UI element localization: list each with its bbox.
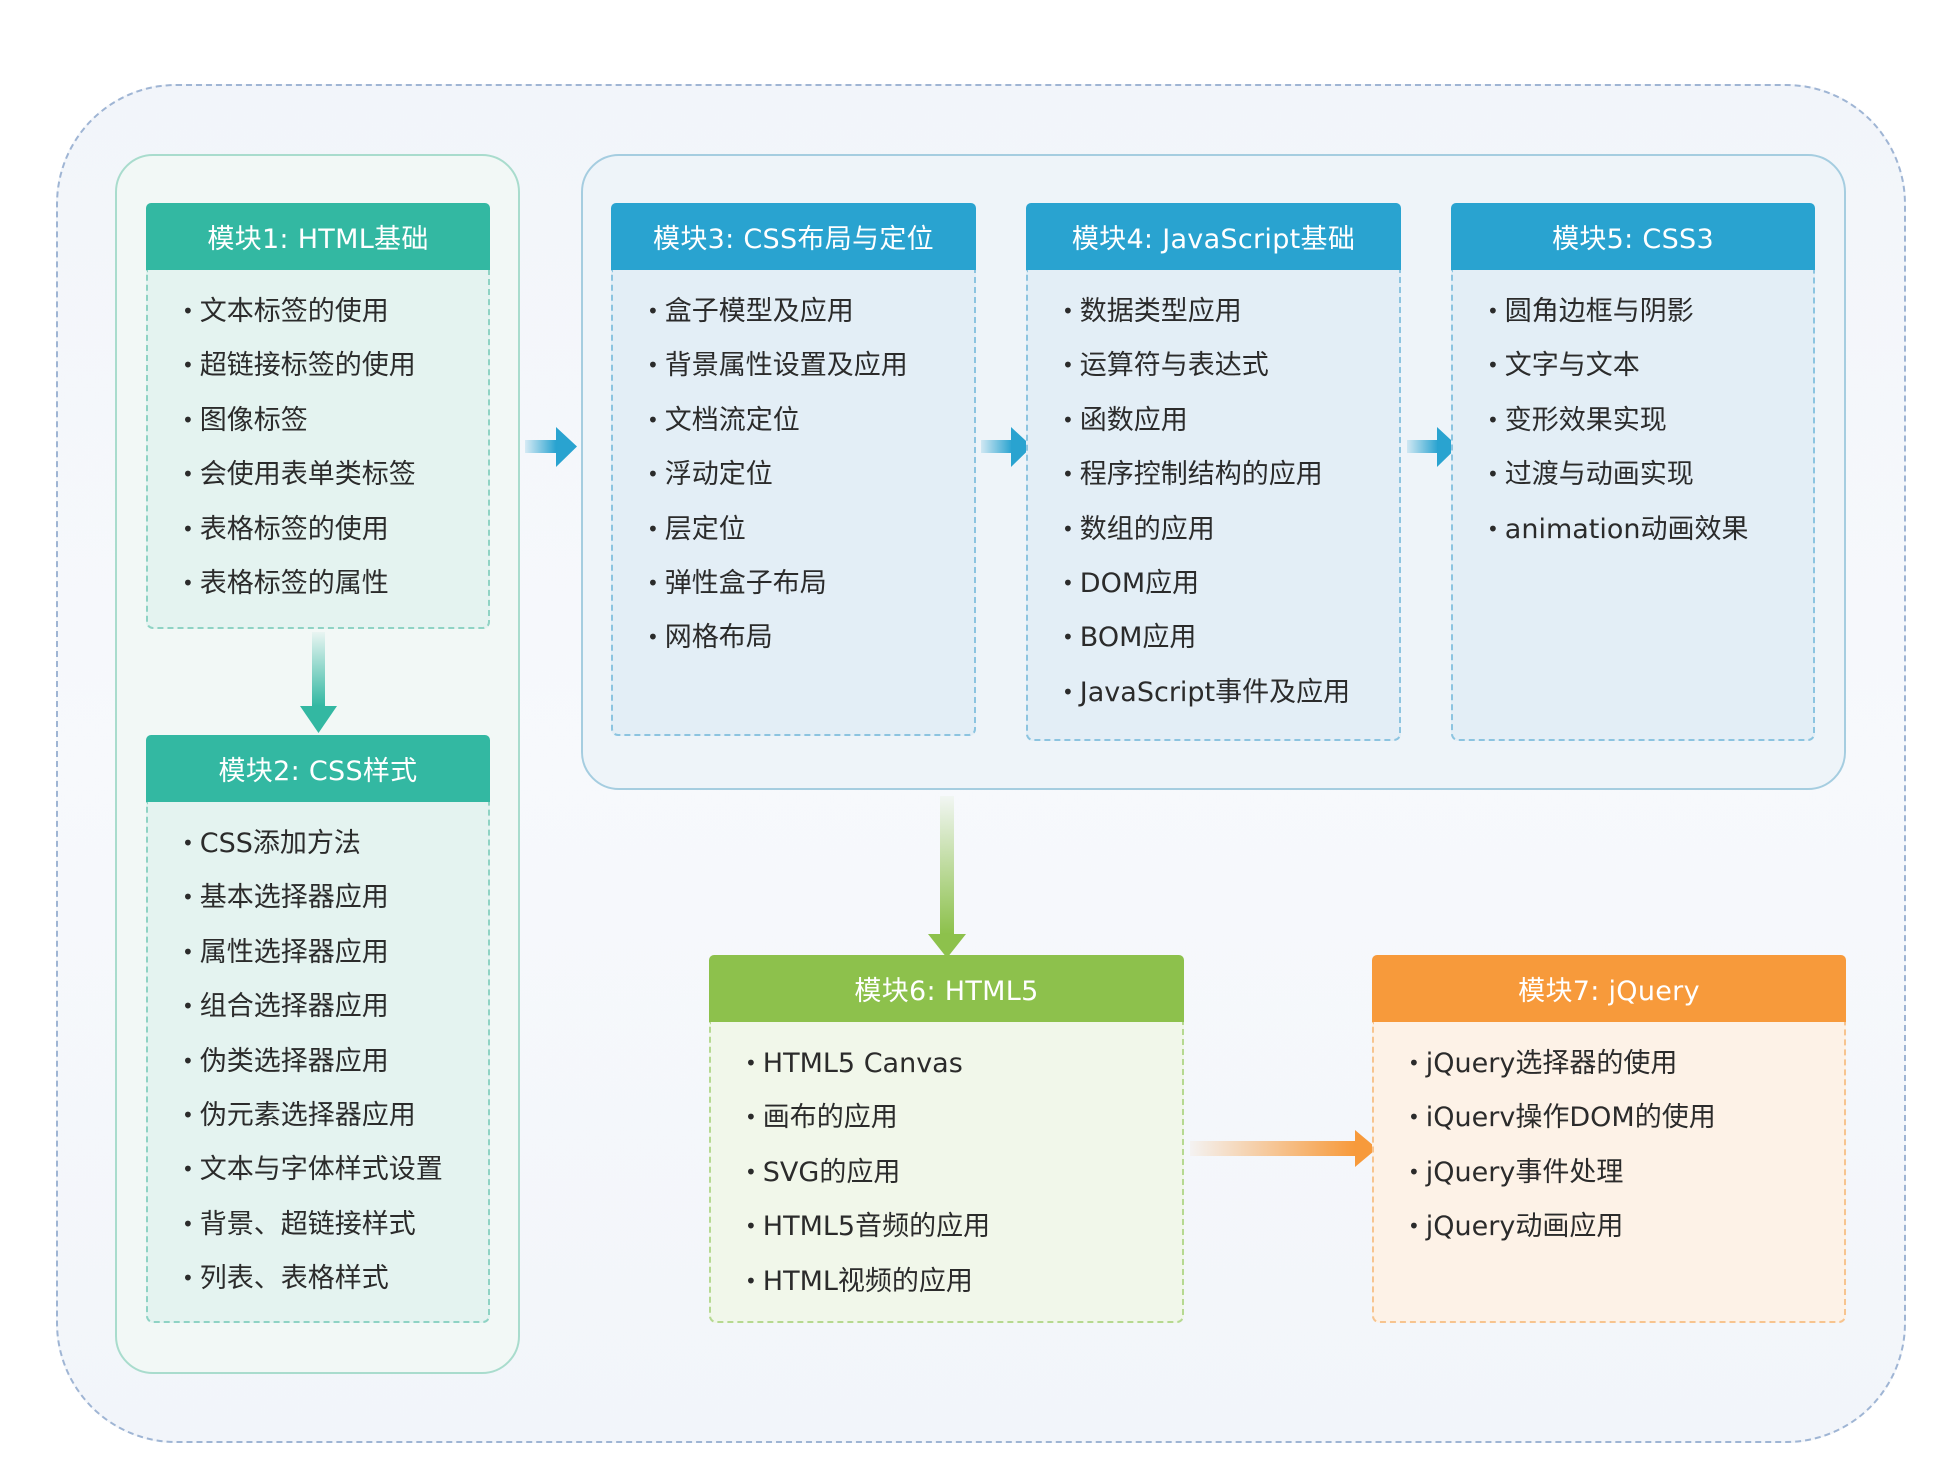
list-item: BOM应用 xyxy=(1062,610,1399,664)
list-item: HTML5 Canvas xyxy=(745,1036,1182,1090)
module-2-card: 模块2: CSS样式 CSS添加方法 基本选择器应用 属性选择器应用 组合选择器… xyxy=(146,735,490,1323)
module-4-title: 模块4: JavaScript基础 xyxy=(1026,203,1401,270)
module-2-title: 模块2: CSS样式 xyxy=(146,735,490,802)
module-5-list: 圆角边框与阴影 文字与文本 变形效果实现 过渡与动画实现 animation动画… xyxy=(1451,270,1815,741)
list-item: 列表、表格样式 xyxy=(182,1251,488,1305)
list-item: 伪元素选择器应用 xyxy=(182,1088,488,1142)
module-1-title: 模块1: HTML基础 xyxy=(146,203,490,270)
arrow-m6-to-m7 xyxy=(1190,1130,1377,1167)
module-7-list: jQuery选择器的使用 iQuerv操作DOM的使用 jQuery事件处理 j… xyxy=(1372,1022,1846,1323)
list-item: 文字与文本 xyxy=(1487,338,1813,392)
list-item: 程序控制结构的应用 xyxy=(1062,447,1399,501)
list-item: 数据类型应用 xyxy=(1062,284,1399,338)
list-item: 弹性盒子布局 xyxy=(647,556,974,610)
module-6-card: 模块6: HTML5 HTML5 Canvas 画布的应用 SVG的应用 HTM… xyxy=(709,955,1184,1323)
list-item: 函数应用 xyxy=(1062,393,1399,447)
list-item: 伪类选择器应用 xyxy=(182,1034,488,1088)
arrow-m3-to-m4 xyxy=(981,427,1032,467)
list-item: HTML视频的应用 xyxy=(745,1254,1182,1308)
list-item: HTML5音频的应用 xyxy=(745,1199,1182,1253)
list-item: 数组的应用 xyxy=(1062,502,1399,556)
list-item: JavaScript事件及应用 xyxy=(1062,665,1399,719)
arrow-group-to-m6 xyxy=(928,796,966,958)
module-5-title: 模块5: CSS3 xyxy=(1451,203,1815,270)
list-item: 文本与字体样式设置 xyxy=(182,1142,488,1196)
module-7-title: 模块7: jQuery xyxy=(1372,955,1846,1022)
list-item: 层定位 xyxy=(647,502,974,556)
list-item: 文档流定位 xyxy=(647,393,974,447)
list-item: 表格标签的属性 xyxy=(182,556,488,610)
module-6-title: 模块6: HTML5 xyxy=(709,955,1184,1022)
list-item: 背景属性设置及应用 xyxy=(647,338,974,392)
list-item: jQuery事件处理 xyxy=(1408,1145,1844,1199)
module-2-list: CSS添加方法 基本选择器应用 属性选择器应用 组合选择器应用 伪类选择器应用 … xyxy=(146,802,490,1323)
list-item: 过渡与动画实现 xyxy=(1487,447,1813,501)
list-item: 表格标签的使用 xyxy=(182,502,488,556)
module-3-list: 盒子模型及应用 背景属性设置及应用 文档流定位 浮动定位 层定位 弹性盒子布局 … xyxy=(611,270,976,736)
list-item: 运算符与表达式 xyxy=(1062,338,1399,392)
module-1-list: 文本标签的使用 超链接标签的使用 图像标签 会使用表单类标签 表格标签的使用 表… xyxy=(146,270,490,629)
list-item: iQuerv操作DOM的使用 xyxy=(1408,1090,1844,1144)
list-item: DOM应用 xyxy=(1062,556,1399,610)
arrow-m1-to-m3 xyxy=(525,427,577,467)
module-4-card: 模块4: JavaScript基础 数据类型应用 运算符与表达式 函数应用 程序… xyxy=(1026,203,1401,741)
list-item: 背景、超链接样式 xyxy=(182,1197,488,1251)
module-5-card: 模块5: CSS3 圆角边框与阴影 文字与文本 变形效果实现 过渡与动画实现 a… xyxy=(1451,203,1815,741)
list-item: 浮动定位 xyxy=(647,447,974,501)
module-3-title: 模块3: CSS布局与定位 xyxy=(611,203,976,270)
arrow-m4-to-m5 xyxy=(1407,427,1458,467)
list-item: 属性选择器应用 xyxy=(182,925,488,979)
module-1-card: 模块1: HTML基础 文本标签的使用 超链接标签的使用 图像标签 会使用表单类… xyxy=(146,203,490,629)
list-item: 会使用表单类标签 xyxy=(182,447,488,501)
list-item: 圆角边框与阴影 xyxy=(1487,284,1813,338)
list-item: animation动画效果 xyxy=(1487,502,1813,556)
list-item: CSS添加方法 xyxy=(182,816,488,870)
list-item: 基本选择器应用 xyxy=(182,870,488,924)
list-item: 变形效果实现 xyxy=(1487,393,1813,447)
list-item: jQuery选择器的使用 xyxy=(1408,1036,1844,1090)
module-3-card: 模块3: CSS布局与定位 盒子模型及应用 背景属性设置及应用 文档流定位 浮动… xyxy=(611,203,976,736)
list-item: SVG的应用 xyxy=(745,1145,1182,1199)
module-4-list: 数据类型应用 运算符与表达式 函数应用 程序控制结构的应用 数组的应用 DOM应… xyxy=(1026,270,1401,741)
list-item: 画布的应用 xyxy=(745,1090,1182,1144)
list-item: 网格布局 xyxy=(647,610,974,664)
list-item: 图像标签 xyxy=(182,393,488,447)
list-item: 组合选择器应用 xyxy=(182,979,488,1033)
list-item: 超链接标签的使用 xyxy=(182,338,488,392)
module-7-card: 模块7: jQuery jQuery选择器的使用 iQuerv操作DOM的使用 … xyxy=(1372,955,1846,1323)
list-item: 文本标签的使用 xyxy=(182,284,488,338)
arrow-m1-to-m2 xyxy=(300,632,337,733)
module-6-list: HTML5 Canvas 画布的应用 SVG的应用 HTML5音频的应用 HTM… xyxy=(709,1022,1184,1323)
list-item: 盒子模型及应用 xyxy=(647,284,974,338)
list-item: jQuery动画应用 xyxy=(1408,1199,1844,1253)
